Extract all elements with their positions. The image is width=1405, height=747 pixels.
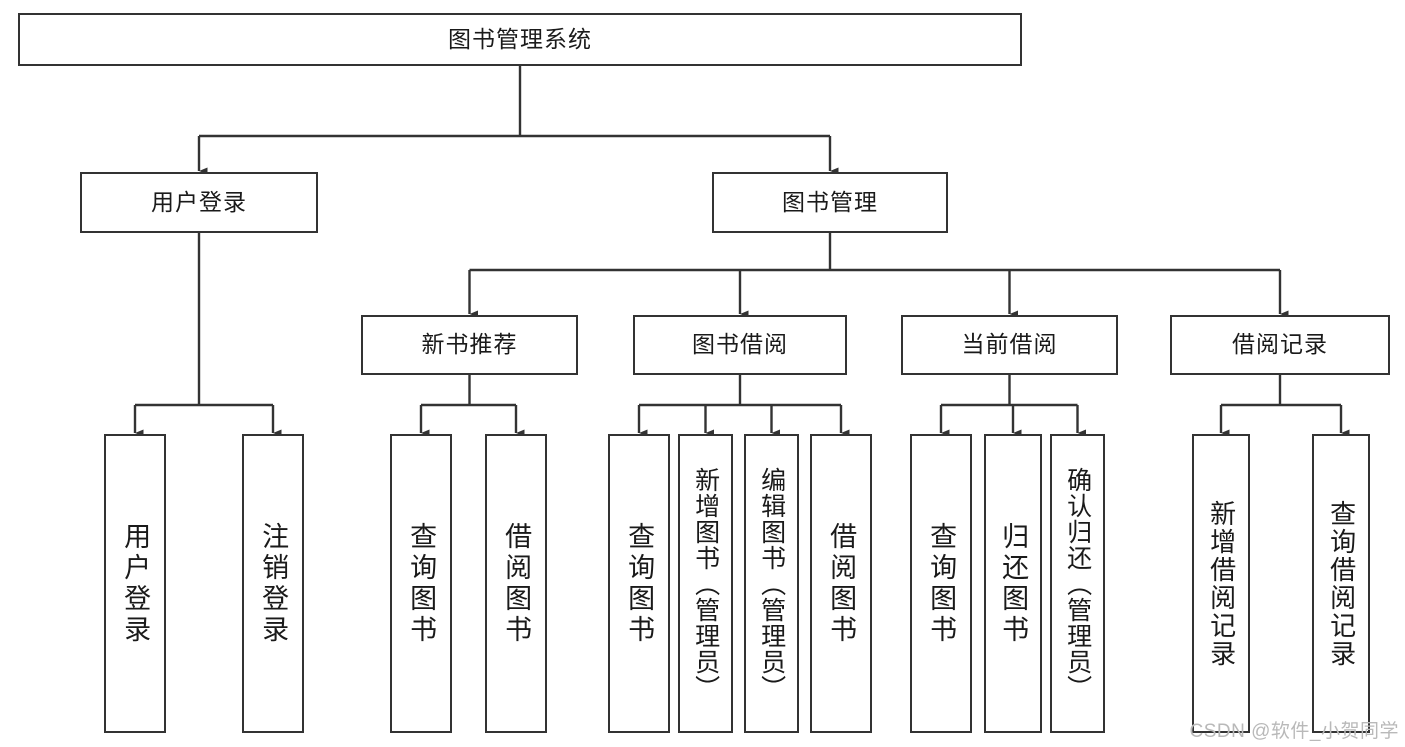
node-leaf-borrow-edit-book-admin[interactable]: 编辑图书（管理员） bbox=[744, 434, 799, 733]
node-book-borrow[interactable]: 图书借阅 bbox=[633, 315, 847, 375]
csdn-watermark: CSDN @软件_小贺同学 bbox=[1189, 721, 1399, 742]
node-label: 图书管理系统 bbox=[448, 25, 592, 52]
node-label: 用户登录 bbox=[120, 521, 151, 646]
node-label: 编辑图书（管理员） bbox=[757, 466, 786, 701]
node-current-borrow[interactable]: 当前借阅 bbox=[901, 315, 1118, 375]
node-label: 查询图书 bbox=[406, 521, 437, 646]
node-label: 归还图书 bbox=[998, 521, 1029, 646]
node-user-login-module[interactable]: 用户登录 bbox=[80, 172, 318, 233]
node-leaf-borrow-query-book[interactable]: 查询图书 bbox=[608, 434, 670, 733]
node-label: 借阅图书 bbox=[501, 521, 532, 646]
node-label: 查询借阅记录 bbox=[1326, 499, 1357, 668]
node-leaf-newbook-query-book[interactable]: 查询图书 bbox=[390, 434, 452, 733]
node-label: 注销登录 bbox=[258, 521, 289, 646]
node-leaf-record-add-record[interactable]: 新增借阅记录 bbox=[1192, 434, 1250, 733]
node-leaf-borrow-add-book-admin[interactable]: 新增图书（管理员） bbox=[678, 434, 733, 733]
node-label: 新增图书（管理员） bbox=[691, 466, 720, 701]
node-root-system[interactable]: 图书管理系统 bbox=[18, 13, 1022, 66]
node-label: 查询图书 bbox=[624, 521, 655, 646]
node-book-management-module[interactable]: 图书管理 bbox=[712, 172, 948, 233]
node-label: 借阅图书 bbox=[826, 521, 857, 646]
node-new-book-recommend[interactable]: 新书推荐 bbox=[361, 315, 578, 375]
node-borrow-record[interactable]: 借阅记录 bbox=[1170, 315, 1390, 375]
node-leaf-borrow-borrow-book[interactable]: 借阅图书 bbox=[810, 434, 872, 733]
node-label: 查询图书 bbox=[926, 521, 957, 646]
node-leaf-current-confirm-return-admin[interactable]: 确认归还（管理员） bbox=[1050, 434, 1105, 733]
node-leaf-current-query-book[interactable]: 查询图书 bbox=[910, 434, 972, 733]
node-leaf-record-query-record[interactable]: 查询借阅记录 bbox=[1312, 434, 1370, 733]
node-label: 新书推荐 bbox=[421, 331, 518, 358]
node-label: 当前借阅 bbox=[961, 331, 1058, 358]
node-label: 图书管理 bbox=[782, 188, 878, 215]
node-label: 图书借阅 bbox=[692, 331, 788, 358]
node-leaf-newbook-borrow-book[interactable]: 借阅图书 bbox=[485, 434, 547, 733]
node-leaf-user-login[interactable]: 用户登录 bbox=[104, 434, 166, 733]
node-label: 确认归还（管理员） bbox=[1063, 466, 1092, 701]
node-label: 新增借阅记录 bbox=[1206, 499, 1237, 668]
node-leaf-current-return-book[interactable]: 归还图书 bbox=[984, 434, 1042, 733]
node-label: 用户登录 bbox=[151, 188, 247, 215]
node-leaf-user-logout[interactable]: 注销登录 bbox=[242, 434, 304, 733]
node-label: 借阅记录 bbox=[1232, 331, 1328, 358]
